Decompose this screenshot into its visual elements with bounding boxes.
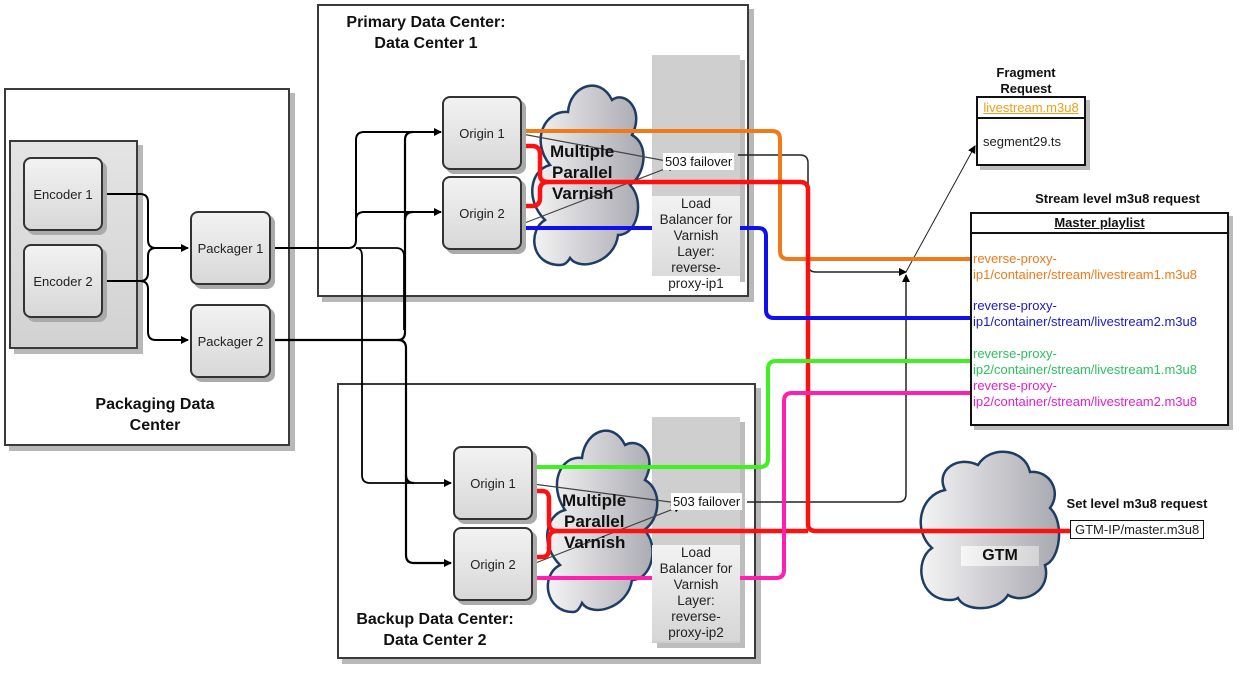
master-playlist-box: Master playlist xyxy=(970,212,1229,426)
entry-line: ip1/container/stream/livestream2.m3u8 xyxy=(973,314,1197,329)
entry-line: reverse-proxy- xyxy=(973,251,1057,266)
origin-label: Origin 2 xyxy=(459,205,505,221)
connector-pkg1-dc1-origin1 xyxy=(271,128,442,249)
lb-line: Load xyxy=(680,545,712,560)
lb-line: proxy-ip2 xyxy=(668,625,724,640)
segment-file: segment29.ts xyxy=(983,134,1062,149)
connector-pkg1-dc2-o2 xyxy=(356,247,405,330)
connector-pkg2-dc2-o1 xyxy=(404,474,415,485)
backup-dc-title: Backup Data Center: Data Center 2 xyxy=(335,609,535,651)
failover-label-backup: 503 failover xyxy=(671,493,743,510)
set-request-heading: Set level m3u8 request xyxy=(1066,496,1208,511)
primary-dc-title: Primary Data Center: Data Center 1 xyxy=(326,12,526,54)
entry-line: ip2/container/stream/livestream2.m3u8 xyxy=(973,394,1197,409)
lb-line: Balancer for xyxy=(659,212,733,227)
varnish-label-primary: Multiple Parallel Varnish xyxy=(550,141,614,204)
connector-pkg2-dc1 xyxy=(271,130,414,342)
packager-1-label: Packager 1 xyxy=(197,240,264,256)
primary-origin-2[interactable]: Origin 2 xyxy=(442,176,522,250)
load-balancer-label-backup: Load Balancer for Varnish Layer: reverse… xyxy=(652,545,740,641)
backup-dc-title-line1: Backup Data Center: xyxy=(356,611,514,628)
stream-request-heading: Stream level m3u8 request xyxy=(1035,191,1200,206)
connector-pkg2-dc1-o2 xyxy=(403,210,414,221)
origin-label: Origin 1 xyxy=(459,125,505,141)
entry-line: reverse-proxy- xyxy=(973,298,1057,313)
stream-line-blue xyxy=(522,226,972,320)
failover-label-primary: 503 failover xyxy=(663,153,735,170)
livestream-link[interactable]: livestream.m3u8 xyxy=(978,98,1084,119)
encoder-1[interactable]: Encoder 1 xyxy=(23,157,103,231)
connector-enc2-pkg2 xyxy=(139,280,189,344)
entry-line: ip2/container/stream/livestream1.m3u8 xyxy=(973,362,1197,377)
entry-line: reverse-proxy- xyxy=(973,346,1057,361)
connector-pkg1-dc1-origin2 xyxy=(355,208,442,221)
primary-dc-title-line2: Data Center 1 xyxy=(374,35,478,52)
connector-failover-primary xyxy=(738,154,907,276)
lb-line: proxy-ip1 xyxy=(652,276,740,292)
load-balancer-label-primary: Load Balancer for Varnish Layer: reverse… xyxy=(652,196,740,292)
master-playlist-title: Master playlist xyxy=(972,214,1227,234)
playlist-entry-3[interactable]: reverse-proxy- ip2/container/stream/live… xyxy=(973,346,1197,378)
fragment-heading-line1: Fragment xyxy=(996,65,1056,80)
encoder-1-label: Encoder 1 xyxy=(33,186,93,202)
backup-origin-1[interactable]: Origin 1 xyxy=(453,446,533,520)
playlist-entry-2[interactable]: reverse-proxy- ip1/container/stream/live… xyxy=(973,298,1197,330)
origin-label: Origin 1 xyxy=(470,475,516,491)
stream-line-orange xyxy=(522,129,972,261)
connector-failover-backup xyxy=(747,274,910,503)
stream-line-magenta xyxy=(533,391,972,580)
varnish-label-backup: Multiple Parallel Varnish xyxy=(562,490,626,553)
gtm-label: GTM xyxy=(961,546,1039,566)
connector-enc1-pkg xyxy=(104,193,189,252)
encoder-2[interactable]: Encoder 2 xyxy=(23,244,103,318)
lb-line: Layer: xyxy=(677,593,715,608)
fragment-request-box: livestream.m3u8 segment29.ts xyxy=(976,96,1086,166)
backup-origin-2[interactable]: Origin 2 xyxy=(453,527,533,601)
lb-line: Load xyxy=(680,196,712,211)
packager-2-label: Packager 2 xyxy=(197,333,264,349)
fragment-request-heading: Fragment Request xyxy=(976,65,1076,97)
varnish-line: Varnish xyxy=(564,533,626,552)
playlist-entry-4[interactable]: reverse-proxy- ip2/container/stream/live… xyxy=(973,378,1197,410)
lb-line: reverse- xyxy=(671,260,721,275)
connector-pkg1-dc2 xyxy=(355,247,452,487)
master-url[interactable]: GTM-IP/master.m3u8 xyxy=(1070,520,1205,539)
varnish-line: Multiple xyxy=(550,142,615,161)
primary-origin-1[interactable]: Origin 1 xyxy=(442,96,522,170)
packaging-dc-title: Packaging Data Center xyxy=(95,396,215,434)
stream-line-green xyxy=(533,359,972,469)
entry-line: reverse-proxy- xyxy=(973,378,1057,393)
backup-dc-title-line2: Data Center 2 xyxy=(383,632,487,649)
lb-line: Layer: xyxy=(677,244,715,259)
fragment-heading-line2: Request xyxy=(1000,81,1052,96)
varnish-line: Varnish xyxy=(552,184,614,203)
connector-pkg2-dc2 xyxy=(397,338,452,567)
lb-line: Varnish xyxy=(673,577,719,592)
encoder-2-label: Encoder 2 xyxy=(33,273,93,289)
origin-label: Origin 2 xyxy=(470,556,516,572)
primary-dc-title-line1: Primary Data Center: xyxy=(346,14,506,31)
lb-line: Varnish xyxy=(673,228,719,243)
connector-enc2-pkg1 xyxy=(104,247,157,282)
entry-line: ip1/container/stream/livestream1.m3u8 xyxy=(973,267,1197,282)
varnish-line: Parallel xyxy=(552,163,613,182)
packager-2[interactable]: Packager 2 xyxy=(190,304,271,378)
varnish-line: Parallel xyxy=(564,512,625,531)
packager-1[interactable]: Packager 1 xyxy=(190,211,271,285)
lb-line: Balancer for xyxy=(659,561,733,576)
varnish-line: Multiple xyxy=(562,491,627,510)
lb-line: reverse- xyxy=(671,609,721,624)
playlist-entry-1[interactable]: reverse-proxy- ip1/container/stream/live… xyxy=(973,251,1197,283)
